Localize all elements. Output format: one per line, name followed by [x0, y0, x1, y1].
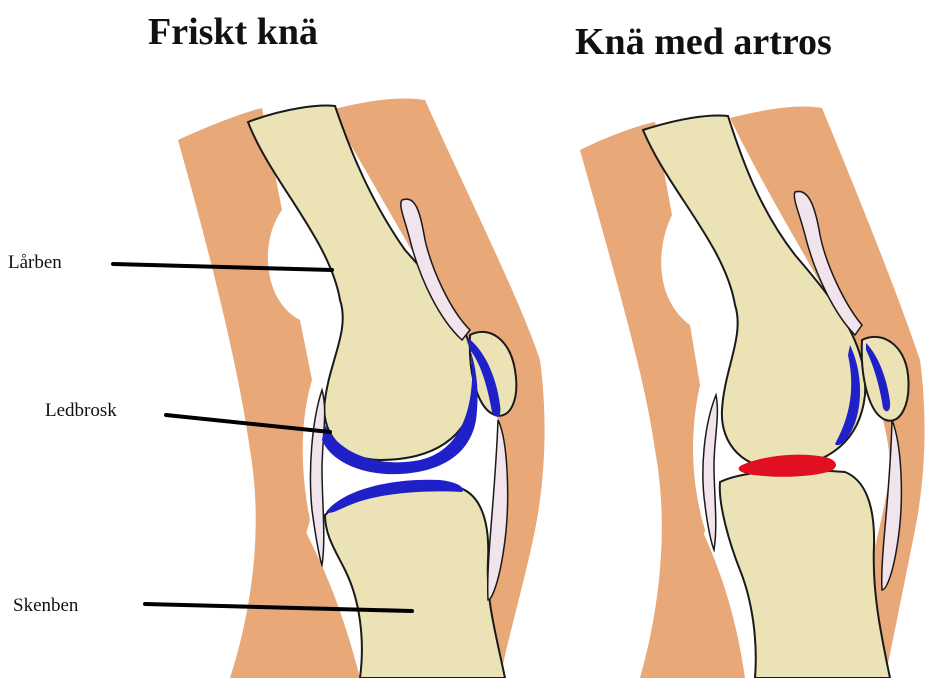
label-cartilage: Ledbrosk: [45, 400, 117, 422]
label-tibia: Skenben: [13, 595, 78, 617]
label-femur: Lårben: [8, 252, 62, 274]
bursa-back-2: [703, 395, 717, 550]
tibia-bone-2: [720, 470, 890, 678]
